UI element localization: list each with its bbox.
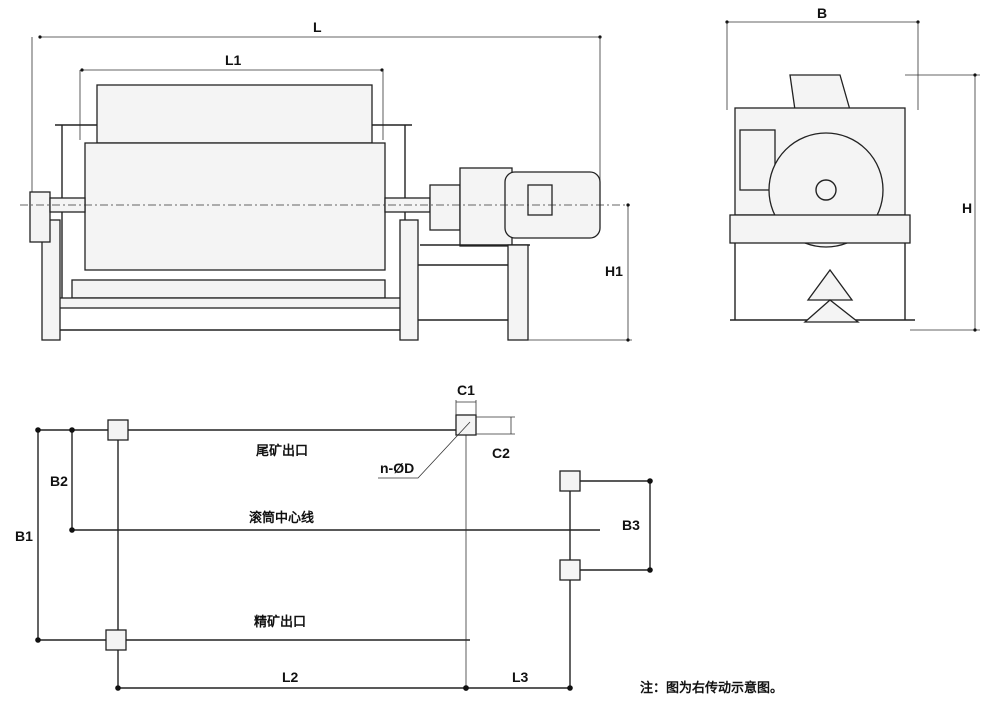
tailings-outlet-label: 尾矿出口 [256,443,308,459]
dim-label-b3: B3 [622,517,640,533]
dim-label-l2: L2 [282,669,299,685]
anchor-hole [455,414,477,436]
dim-label-h1: H1 [605,263,623,279]
leader-line [378,421,471,479]
anchor-hole [559,470,581,492]
motor-terminal-box [527,184,553,216]
drum [84,142,386,271]
feed-hopper [789,74,851,111]
concentrate-outlet-label: 精矿出口 [254,614,306,630]
plan-view: B1 B2 B3 L2 L3 C1 C2 n-ØD 尾矿出口 滚筒中心线 精矿出… [15,382,653,691]
outlet-cone [806,268,854,301]
anchor-hole [105,629,127,651]
dim-label-h: H [962,200,972,216]
bearing-left [29,191,51,243]
end-tank [729,214,911,244]
drum-cover [96,84,373,144]
drum-centerline-label: 滚筒中心线 [249,510,314,526]
dim-label-l: L [313,19,322,35]
dim-label-b: B [817,5,827,21]
drawing-note: 注：图为右传动示意图。 [640,680,783,696]
dim-label-l3: L3 [512,669,529,685]
dim-label-c2: C2 [492,445,510,461]
hole-spec-label: n-ØD [380,460,414,476]
anchor-hole [107,419,129,441]
dim-label-c1: C1 [457,382,475,398]
frame-leg-right [399,219,419,341]
end-view: B H [725,5,980,332]
frame-leg-left [41,219,61,341]
side-view: L L1 H1 [20,19,632,342]
motor-stand [507,244,529,341]
dim-label-l1: L1 [225,52,242,68]
base-rail [44,297,413,309]
coupling [429,184,461,231]
dim-label-b2: B2 [50,473,68,489]
dim-label-b1: B1 [15,528,33,544]
anchor-hole [559,559,581,581]
control-box [739,129,776,191]
gearbox [459,167,513,247]
tank [71,279,386,299]
